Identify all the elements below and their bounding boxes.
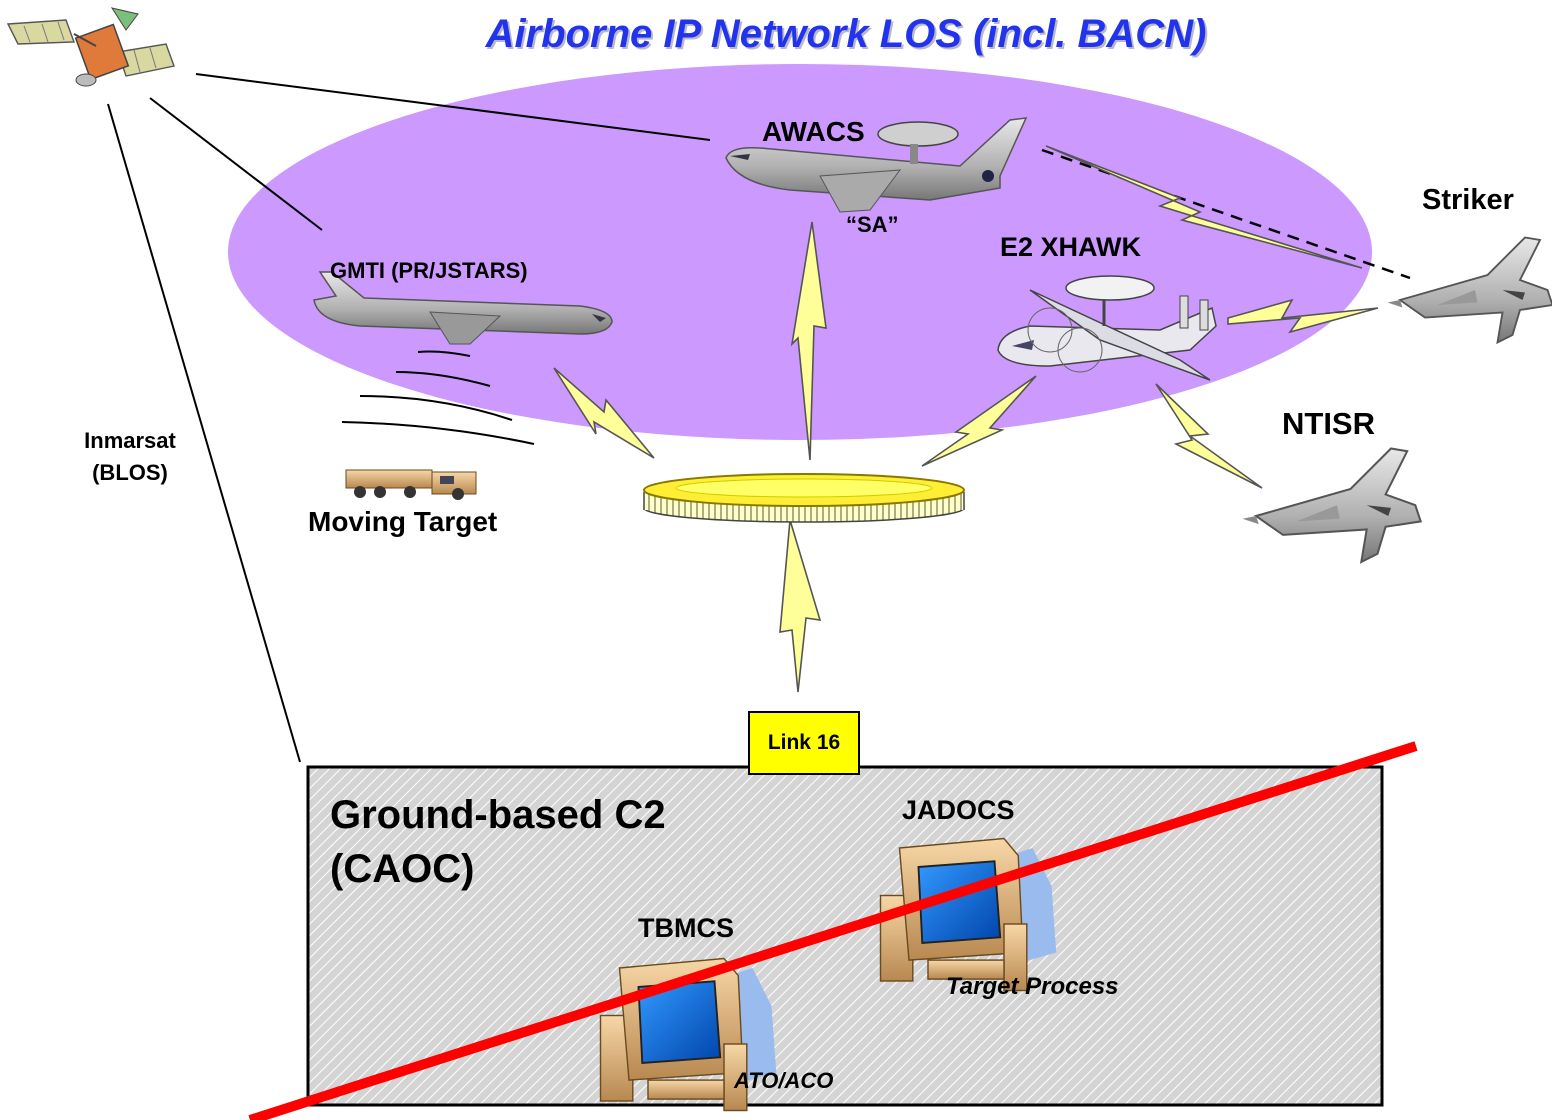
fighter-jet-icon <box>1386 236 1552 344</box>
gmti-label: GMTI (PR/JSTARS) <box>330 258 528 283</box>
ground-c2-title-line2: (CAOC) <box>330 847 475 891</box>
tbmcs-label: TBMCS <box>638 913 734 943</box>
satellite-links <box>107 73 711 763</box>
ground-c2-title-line1: Ground-based C2 <box>330 793 666 837</box>
link16-hub-icon <box>643 473 965 523</box>
e2-hawkeye-aircraft-icon <box>997 275 1217 381</box>
diagram-title: Airborne IP Network LOS (incl. BACN) <box>485 12 1207 56</box>
jstars-aircraft-icon <box>313 271 613 345</box>
inmarsat-label-line1: Inmarsat <box>84 428 176 453</box>
awacs-aircraft-icon <box>725 117 1028 213</box>
awacs-label: AWACS <box>762 116 865 147</box>
striker-label: Striker <box>1422 184 1514 216</box>
ato-aco-label: ATO/ACO <box>734 1068 834 1093</box>
inmarsat-label-line2: (BLOS) <box>92 460 168 485</box>
ntisr-label: NTISR <box>1282 406 1375 441</box>
satellite-icon <box>6 7 175 87</box>
radar-waves <box>341 350 535 445</box>
moving-target-label: Moving Target <box>308 506 498 537</box>
target-process-label: Target Process <box>946 973 1119 1000</box>
truck-icon <box>345 469 477 500</box>
sa-label: “SA” <box>846 212 899 237</box>
deprecated-strike-line <box>248 741 1418 1120</box>
fighter-jet-icon <box>1241 447 1422 563</box>
lightning-bolts <box>553 145 1379 693</box>
jadocs-label: JADOCS <box>902 795 1015 825</box>
inmarsat-label: Inmarsat (BLOS) <box>70 425 190 489</box>
ground-c2-title: Ground-based C2 (CAOC) <box>330 788 770 896</box>
e2-xhawk-label: E2 XHAWK <box>1000 232 1142 262</box>
link16-badge: Link 16 <box>748 711 860 775</box>
